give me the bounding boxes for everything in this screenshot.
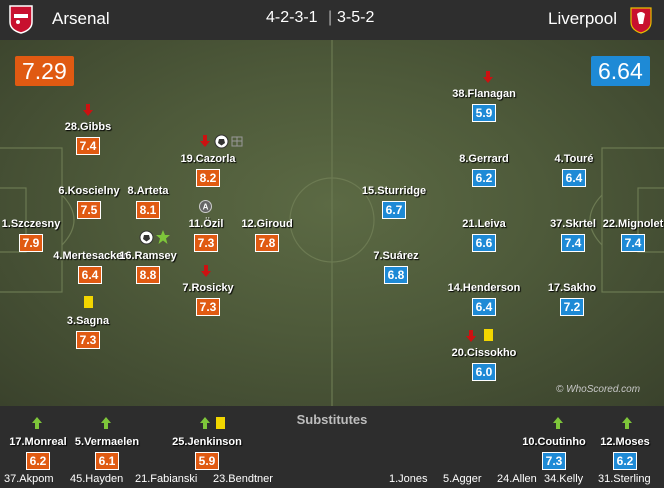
player-name: 5.Vermaelen	[74, 436, 140, 448]
player-name: 28.Gibbs	[64, 121, 112, 133]
formation-divider: |	[328, 9, 333, 26]
home-team-name: Arsenal	[52, 9, 110, 28]
player-name: 1.Szczesny	[1, 218, 61, 230]
substitutes-panel	[0, 406, 664, 488]
player-name: 11.Özil	[188, 218, 224, 230]
player-rating: 7.2	[560, 298, 584, 316]
player-rating: 8.2	[196, 169, 220, 187]
player-rating: 7.4	[561, 234, 585, 252]
liverpool-crest-icon	[630, 7, 652, 34]
sub-on-arrow-icon	[101, 417, 111, 429]
yellow-card-icon	[84, 296, 93, 308]
player-name: 25.Jenkinson	[172, 436, 242, 448]
player-rating: 6.2	[472, 169, 496, 187]
sub-on-arrow-icon	[553, 417, 563, 429]
player-name: 4.Touré	[554, 153, 594, 165]
ball-icon	[214, 134, 229, 149]
player-name: 7.Rosicky	[182, 282, 234, 294]
chance-created-icon	[231, 136, 243, 147]
sub-on-arrow-icon	[200, 417, 210, 429]
player-rating: 7.3	[196, 298, 220, 316]
player-name: 15.Sturridge	[361, 185, 427, 197]
svg-text:A: A	[203, 203, 209, 212]
player-rating: 7.3	[76, 331, 100, 349]
player-rating: 5.9	[472, 104, 496, 122]
player-name: 14.Henderson	[447, 282, 521, 294]
home-team-rating: 7.29	[15, 56, 74, 86]
pitch-markings	[0, 40, 664, 406]
player-name: 17.Monreal	[9, 436, 67, 448]
bench-player[interactable]: 23.Bendtner	[213, 473, 273, 485]
player-rating: 7.8	[255, 234, 279, 252]
player-name: 12.Moses	[600, 436, 650, 448]
player-name: 4.Mertesacker	[53, 250, 127, 262]
player-name: 19.Cazorla	[180, 153, 236, 165]
home-formation: 4-2-3-1	[266, 9, 318, 26]
away-team-name: Liverpool	[548, 9, 617, 28]
player-name: 6.Koscielny	[58, 185, 120, 197]
player-name: 22.Mignolet	[602, 218, 664, 230]
player-rating: 7.4	[621, 234, 645, 252]
sub-off-arrow-icon	[466, 330, 476, 342]
player-rating: 6.8	[384, 266, 408, 284]
player-rating: 6.0	[472, 363, 496, 381]
player-rating: 6.7	[382, 201, 406, 219]
player-name: 7.Suárez	[373, 250, 419, 262]
player-name: 8.Arteta	[127, 185, 169, 197]
pitch	[0, 40, 664, 406]
substitutes-title: Substitutes	[296, 412, 368, 427]
away-formation: 3-5-2	[337, 9, 375, 26]
bench-player[interactable]: 31.Sterling	[598, 473, 651, 485]
player-rating: 8.8	[136, 266, 160, 284]
player-rating: 6.4	[472, 298, 496, 316]
arsenal-crest-icon	[9, 5, 33, 34]
ball-icon	[139, 230, 154, 245]
player-name: 8.Gerrard	[459, 153, 509, 165]
assist-icon: A	[199, 200, 212, 213]
match-header: Arsenal 4-2-3-1 | 3-5-2 Liverpool	[0, 0, 664, 41]
player-name: 12.Giroud	[241, 218, 293, 230]
bench-player[interactable]: 5.Agger	[443, 473, 482, 485]
sub-off-arrow-icon	[83, 104, 93, 116]
bench-player[interactable]: 34.Kelly	[544, 473, 584, 485]
player-name: 37.Skrtel	[550, 218, 596, 230]
bench-player[interactable]: 21.Fabianski	[135, 473, 198, 485]
bench-player[interactable]: 37.Akpom	[4, 473, 54, 485]
sub-off-arrow-icon	[483, 71, 493, 83]
player-rating: 7.5	[77, 201, 101, 219]
sub-on-arrow-icon	[32, 417, 42, 429]
sub-off-arrow-icon	[201, 265, 211, 277]
player-name: 21.Leiva	[462, 218, 506, 230]
bench-player[interactable]: 1.Jones	[389, 473, 428, 485]
player-rating: 6.6	[472, 234, 496, 252]
player-rating: 6.1	[95, 452, 119, 470]
sub-on-arrow-icon	[622, 417, 632, 429]
player-rating: 6.4	[78, 266, 102, 284]
player-name: 16.Ramsey	[119, 250, 177, 262]
player-rating: 6.4	[562, 169, 586, 187]
player-rating: 8.1	[136, 201, 160, 219]
watermark: © WhoScored.com	[556, 384, 641, 395]
player-rating: 7.9	[19, 234, 43, 252]
bench-player[interactable]: 45.Hayden	[70, 473, 124, 485]
sub-off-arrow-icon	[200, 135, 210, 147]
player-rating: 7.3	[542, 452, 566, 470]
player-rating: 5.9	[195, 452, 219, 470]
player-name: 17.Sakho	[547, 282, 597, 294]
player-rating: 7.4	[76, 137, 100, 155]
yellow-card-icon	[484, 329, 493, 341]
player-rating: 7.3	[194, 234, 218, 252]
player-name: 38.Flanagan	[452, 88, 516, 100]
player-name: 20.Cissokho	[451, 347, 517, 359]
away-team-rating: 6.64	[591, 56, 650, 86]
bench-player[interactable]: 24.Allen	[497, 473, 537, 485]
player-rating: 6.2	[613, 452, 637, 470]
star-icon	[156, 230, 170, 244]
player-rating: 6.2	[26, 452, 50, 470]
player-name: 3.Sagna	[66, 315, 110, 327]
player-name: 10.Coutinho	[522, 436, 586, 448]
yellow-card-icon	[216, 417, 225, 429]
